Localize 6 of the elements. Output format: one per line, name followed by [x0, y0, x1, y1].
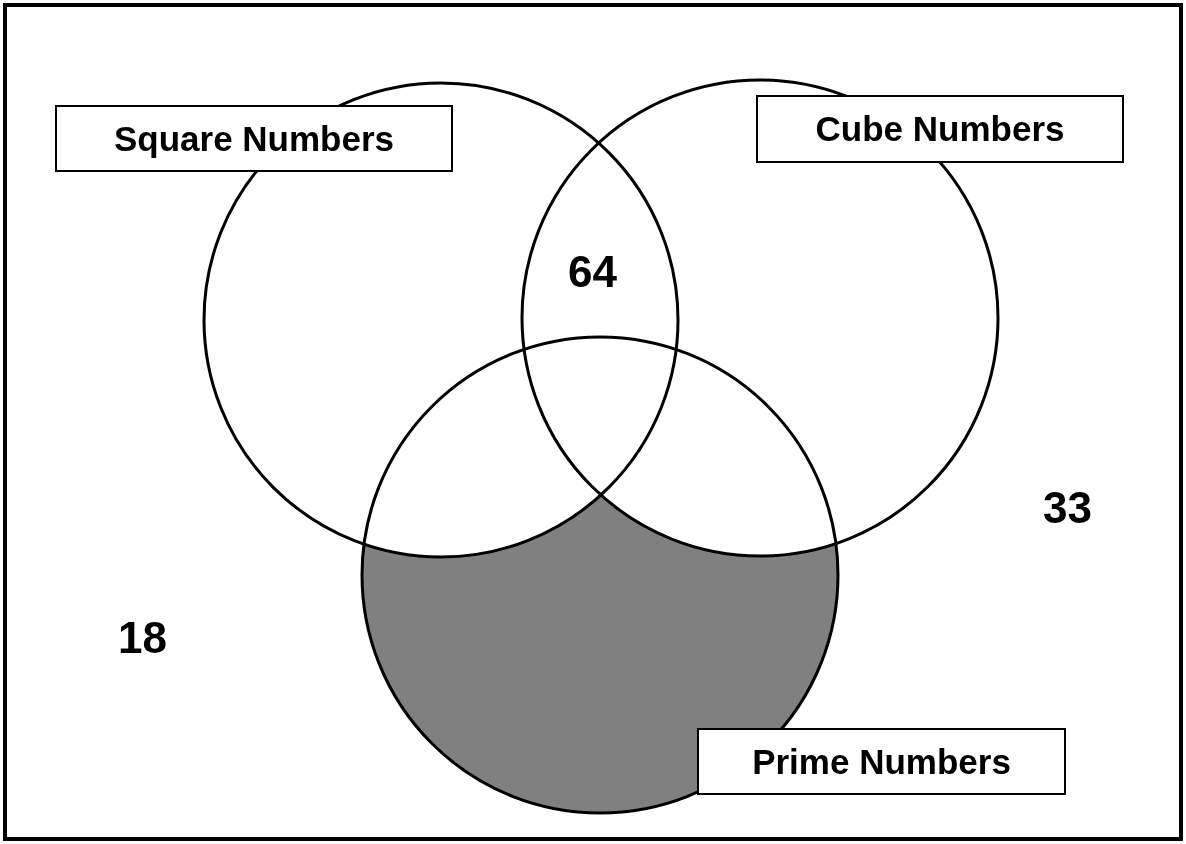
number-label: 18	[118, 616, 167, 660]
set-label: Square Numbers	[55, 105, 453, 172]
set-label: Cube Numbers	[756, 95, 1124, 163]
number-label: 33	[1043, 486, 1092, 530]
number-label: 64	[568, 250, 617, 294]
set-label: Prime Numbers	[697, 728, 1066, 795]
